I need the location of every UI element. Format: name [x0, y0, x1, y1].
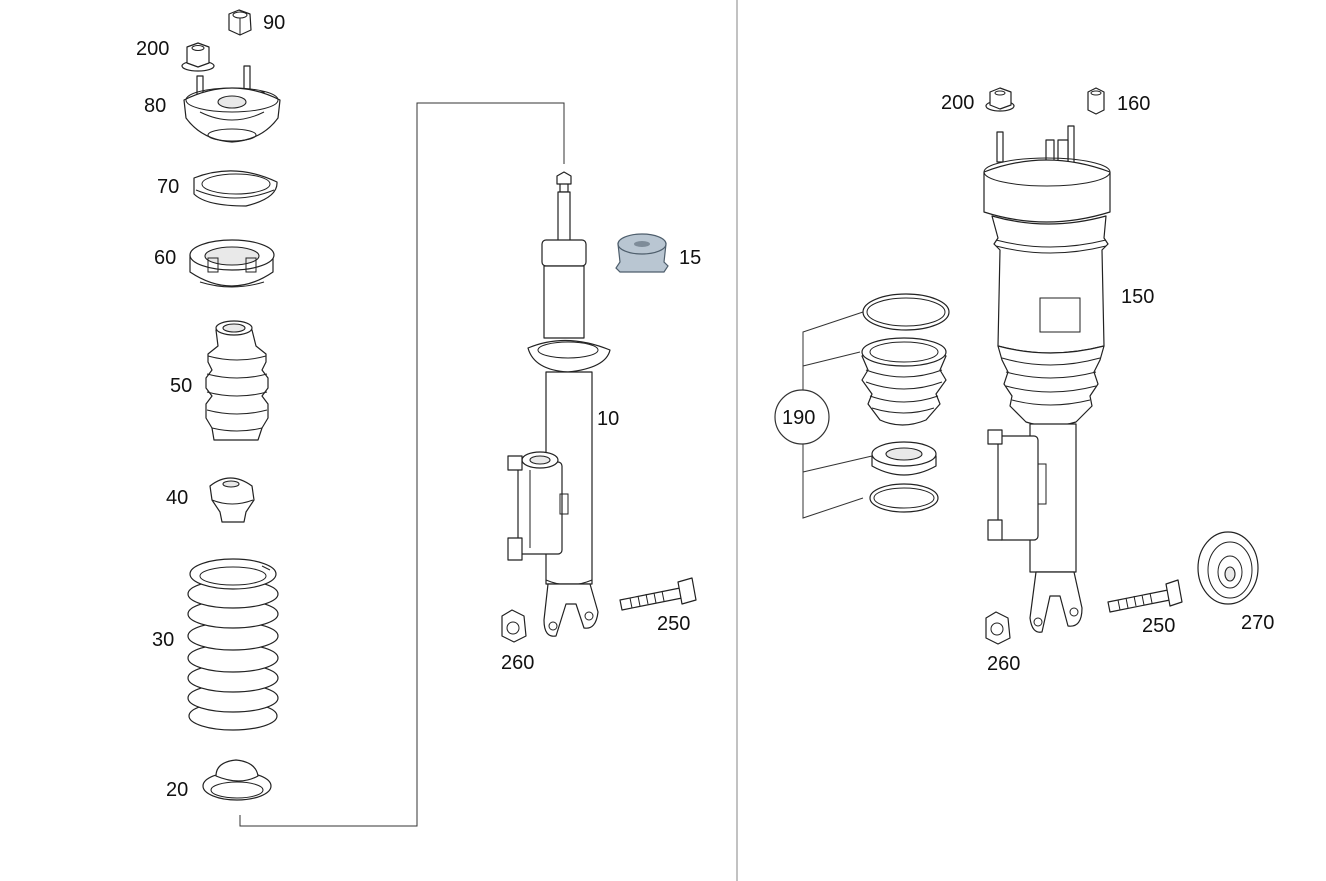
part-190-clamp-ring-upper[interactable] — [862, 293, 950, 331]
part-90-nut[interactable] — [228, 9, 252, 36]
label-190-circle — [774, 389, 830, 445]
part-190-strut-bearing[interactable] — [871, 441, 937, 476]
part-60-bearing[interactable] — [189, 239, 275, 288]
label-160: 160 — [1117, 93, 1150, 115]
label-10: 10 — [597, 408, 619, 430]
label-80: 80 — [144, 95, 166, 117]
label-190: 190 — [782, 407, 815, 429]
label-200-right: 200 — [941, 92, 974, 114]
label-260-left: 260 — [501, 652, 534, 674]
label-260-right: 260 — [987, 653, 1020, 675]
label-50: 50 — [170, 375, 192, 397]
part-260-nut-left[interactable] — [501, 609, 527, 643]
label-90: 90 — [263, 12, 285, 34]
label-270: 270 — [1241, 612, 1274, 634]
part-10-shock-strut[interactable] — [507, 171, 611, 637]
part-15-bushing[interactable] — [615, 233, 669, 273]
label-40: 40 — [166, 487, 188, 509]
part-40-bump-stop[interactable] — [209, 477, 255, 523]
label-150: 150 — [1121, 286, 1154, 308]
label-200-left: 200 — [136, 38, 169, 60]
part-50-dust-boot[interactable] — [205, 320, 269, 441]
part-190-bellows[interactable] — [861, 337, 947, 426]
part-270-wheel[interactable] — [1197, 531, 1259, 605]
label-250-left: 250 — [657, 613, 690, 635]
part-160-nut[interactable] — [1087, 87, 1105, 115]
assembly-connector-line — [239, 102, 565, 827]
part-150-air-spring-strut[interactable] — [983, 125, 1111, 633]
part-250-bolt-left[interactable] — [619, 577, 697, 611]
part-80-top-mount[interactable] — [183, 65, 281, 143]
part-200-flange-nut-right[interactable] — [985, 87, 1015, 112]
part-200-flange-nut-left[interactable] — [181, 42, 215, 72]
label-15: 15 — [679, 247, 701, 269]
label-250-right: 250 — [1142, 615, 1175, 637]
part-70-washer[interactable] — [193, 170, 278, 207]
part-20-spring-seat[interactable] — [202, 759, 272, 801]
label-20: 20 — [166, 779, 188, 801]
part-30-coil-spring[interactable] — [187, 558, 279, 731]
part-260-nut-right[interactable] — [985, 611, 1011, 645]
label-70: 70 — [157, 176, 179, 198]
part-190-clamp-ring-lower[interactable] — [869, 483, 939, 513]
part-250-bolt-right[interactable] — [1107, 579, 1183, 613]
label-30: 30 — [152, 629, 174, 651]
label-60: 60 — [154, 247, 176, 269]
